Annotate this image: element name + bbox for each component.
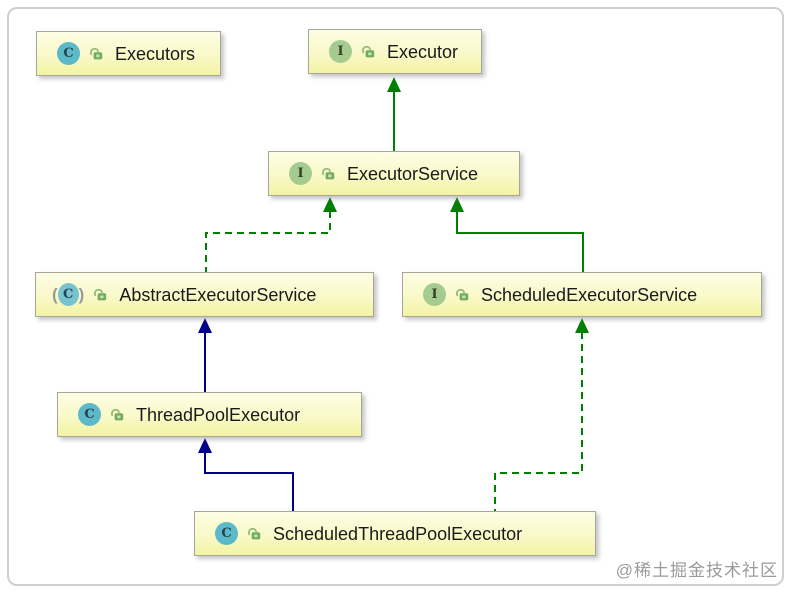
class-icon: C xyxy=(78,403,101,426)
class-icon: C xyxy=(57,42,80,65)
class-node-scheduledthreadpoolexecutor[interactable]: C ScheduledThreadPoolExecutor xyxy=(194,511,596,556)
public-lock-icon xyxy=(110,408,124,421)
interface-icon: I xyxy=(329,40,352,63)
class-node-threadpoolexecutor[interactable]: C ThreadPoolExecutor xyxy=(57,392,362,437)
edge-scheduledexecutorservice-extends-executorservice xyxy=(450,197,584,272)
class-icon: C xyxy=(215,522,238,545)
node-label: ScheduledThreadPoolExecutor xyxy=(273,523,523,544)
edge-abstractexecutorservice-implements-executorservice xyxy=(205,197,337,272)
interface-node-scheduledexecutorservice[interactable]: I ScheduledExecutorService xyxy=(402,272,762,317)
interface-icon: I xyxy=(289,162,312,185)
public-lock-icon xyxy=(247,527,261,540)
edge-scheduledthreadpoolexecutor-extends-threadpoolexecutor xyxy=(198,438,294,512)
interface-icon: I xyxy=(423,283,446,306)
class-node-executors[interactable]: C Executors xyxy=(36,31,221,76)
node-label: ExecutorService xyxy=(347,163,479,184)
node-label: Executor xyxy=(387,41,459,62)
interface-node-executorservice[interactable]: I ExecutorService xyxy=(268,151,520,196)
public-lock-icon xyxy=(89,47,103,60)
interface-node-executor[interactable]: I Executor xyxy=(308,29,482,74)
node-label: AbstractExecutorService xyxy=(119,284,317,305)
public-lock-icon xyxy=(321,167,335,180)
abstract-class-icon: ( C ) xyxy=(52,283,85,306)
public-lock-icon xyxy=(361,45,375,58)
watermark: @稀土掘金技术社区 xyxy=(615,561,778,580)
node-label: ThreadPoolExecutor xyxy=(136,404,301,425)
edge-executorservice-extends-executor xyxy=(387,77,401,152)
public-lock-icon xyxy=(93,288,107,301)
node-label: Executors xyxy=(115,43,196,64)
public-lock-icon xyxy=(455,288,469,301)
edge-threadpoolexecutor-extends-abstractexecutorservice xyxy=(198,318,212,392)
abstract-class-node-abstractexecutorservice[interactable]: ( C ) AbstractExecutorService xyxy=(35,272,374,317)
node-label: ScheduledExecutorService xyxy=(481,284,698,305)
edge-scheduledthreadpoolexecutor-implements-scheduledexecutorservice xyxy=(494,318,589,512)
